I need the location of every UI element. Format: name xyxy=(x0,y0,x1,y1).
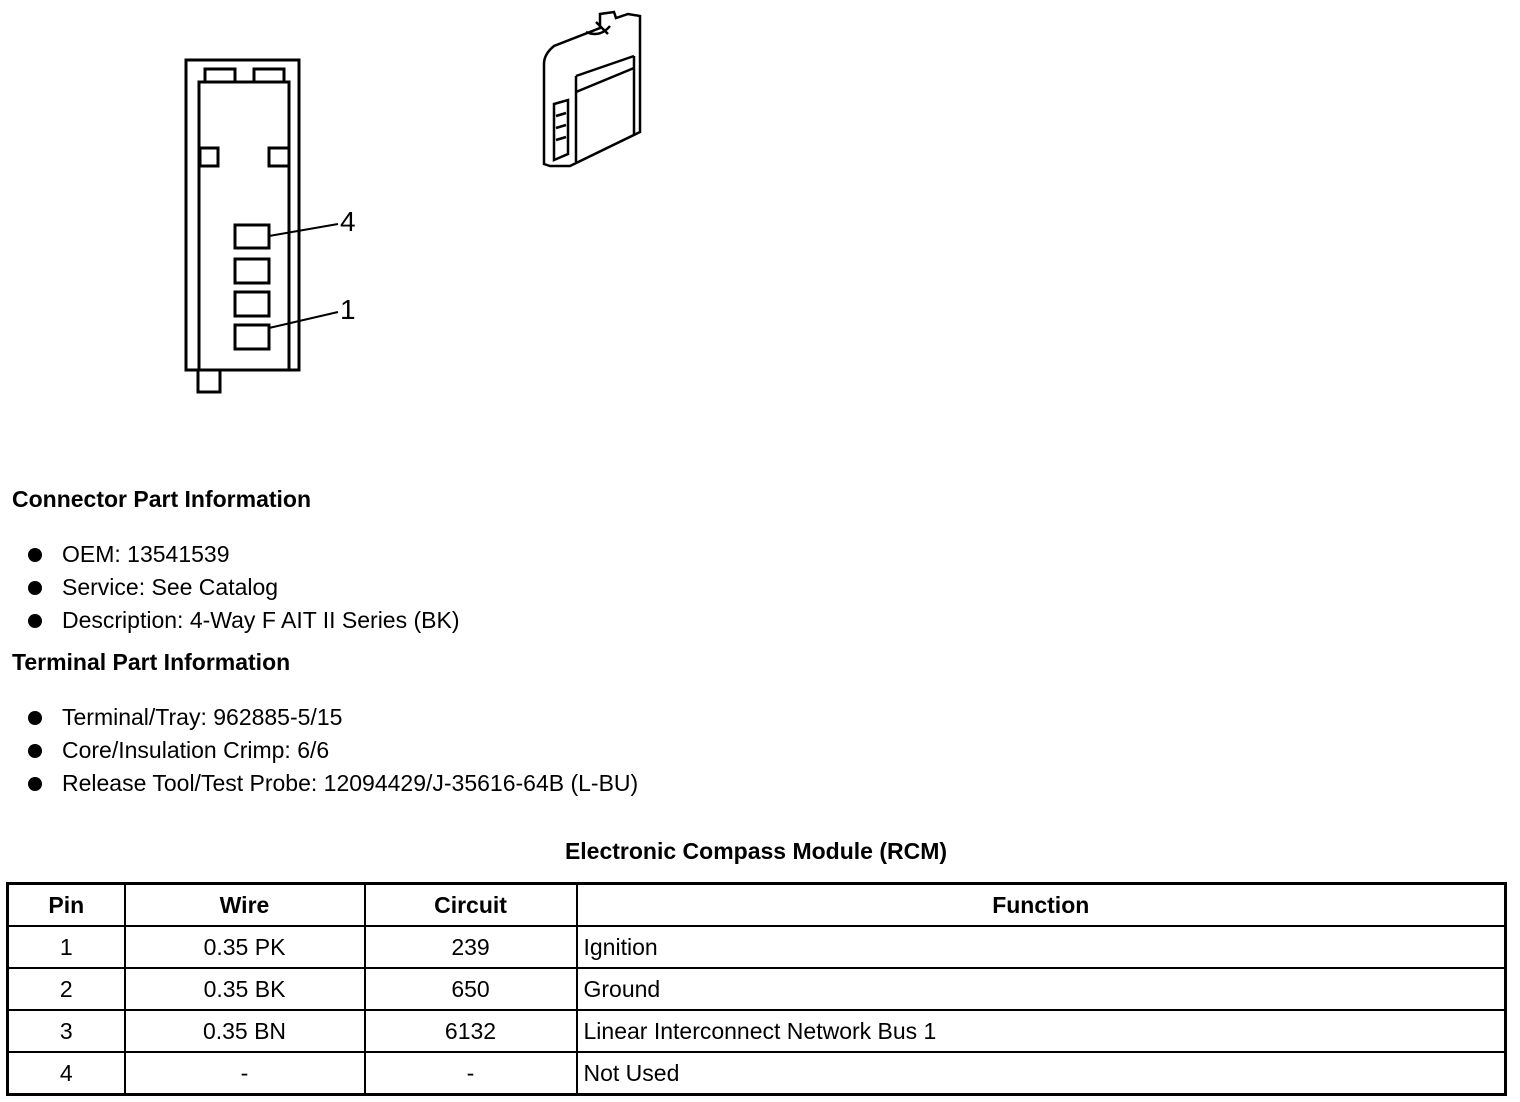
header-pin: Pin xyxy=(6,882,126,927)
bullet-icon xyxy=(28,711,42,725)
cell-circuit: - xyxy=(363,1051,578,1096)
table-row: 2 0.35 BK 650 Ground xyxy=(6,967,1507,1011)
table-row: 1 0.35 PK 239 Ignition xyxy=(6,925,1507,969)
list-item: Terminal/Tray: 962885-5/15 xyxy=(28,701,638,734)
release-tool-text: Release Tool/Test Probe: 12094429/J-3561… xyxy=(62,770,639,796)
connector-face-view xyxy=(184,58,339,394)
cell-function: Ground xyxy=(575,967,1507,1011)
bullet-icon xyxy=(28,744,42,758)
description-text: Description: 4-Way F AIT II Series (BK) xyxy=(62,607,460,633)
bullet-icon xyxy=(28,614,42,628)
cell-pin: 4 xyxy=(6,1051,126,1096)
cell-function: Ignition xyxy=(575,925,1507,969)
list-item: Core/Insulation Crimp: 6/6 xyxy=(28,734,638,767)
terminal-info-heading: Terminal Part Information xyxy=(12,649,291,675)
pin-label-4: 4 xyxy=(340,206,356,237)
header-circuit: Circuit xyxy=(363,882,578,927)
list-item: Service: See Catalog xyxy=(28,571,460,604)
table-title: Electronic Compass Module (RCM) xyxy=(564,838,948,864)
cell-wire: - xyxy=(123,1051,366,1096)
pin-label-1: 1 xyxy=(340,294,356,325)
cell-circuit: 6132 xyxy=(363,1009,578,1053)
cell-pin: 3 xyxy=(6,1009,126,1053)
connector-info-list: OEM: 13541539 Service: See Catalog Descr… xyxy=(28,538,460,637)
header-function: Function xyxy=(575,882,1507,927)
cell-function: Linear Interconnect Network Bus 1 xyxy=(575,1009,1507,1053)
list-item: Release Tool/Test Probe: 12094429/J-3561… xyxy=(28,767,638,800)
crimp-text: Core/Insulation Crimp: 6/6 xyxy=(62,737,330,763)
connector-diagram: 4 1 xyxy=(0,0,1520,420)
cell-pin: 2 xyxy=(6,967,126,1011)
bullet-icon xyxy=(28,548,42,562)
header-wire: Wire xyxy=(123,882,366,927)
list-item: OEM: 13541539 xyxy=(28,538,460,571)
terminal-info-list: Terminal/Tray: 962885-5/15 Core/Insulati… xyxy=(28,701,638,800)
cell-wire: 0.35 BN xyxy=(123,1009,366,1053)
cell-circuit: 650 xyxy=(363,967,578,1011)
cell-circuit: 239 xyxy=(363,925,578,969)
connector-isometric-view xyxy=(542,10,642,168)
table-row: 3 0.35 BN 6132 Linear Interconnect Netwo… xyxy=(6,1009,1507,1053)
pinout-table: Pin Wire Circuit Function 1 0.35 PK 239 … xyxy=(6,882,1507,1096)
oem-text: OEM: 13541539 xyxy=(62,541,230,567)
list-item: Description: 4-Way F AIT II Series (BK) xyxy=(28,604,460,637)
cell-wire: 0.35 PK xyxy=(123,925,366,969)
table-header-row: Pin Wire Circuit Function xyxy=(6,882,1507,927)
bullet-icon xyxy=(28,777,42,791)
cell-pin: 1 xyxy=(6,925,126,969)
connector-info-heading: Connector Part Information xyxy=(12,486,312,512)
cell-function: Not Used xyxy=(575,1051,1507,1096)
cell-wire: 0.35 BK xyxy=(123,967,366,1011)
terminal-tray-text: Terminal/Tray: 962885-5/15 xyxy=(62,704,343,730)
bullet-icon xyxy=(28,581,42,595)
service-text: Service: See Catalog xyxy=(62,574,279,600)
table-row: 4 - - Not Used xyxy=(6,1051,1507,1096)
